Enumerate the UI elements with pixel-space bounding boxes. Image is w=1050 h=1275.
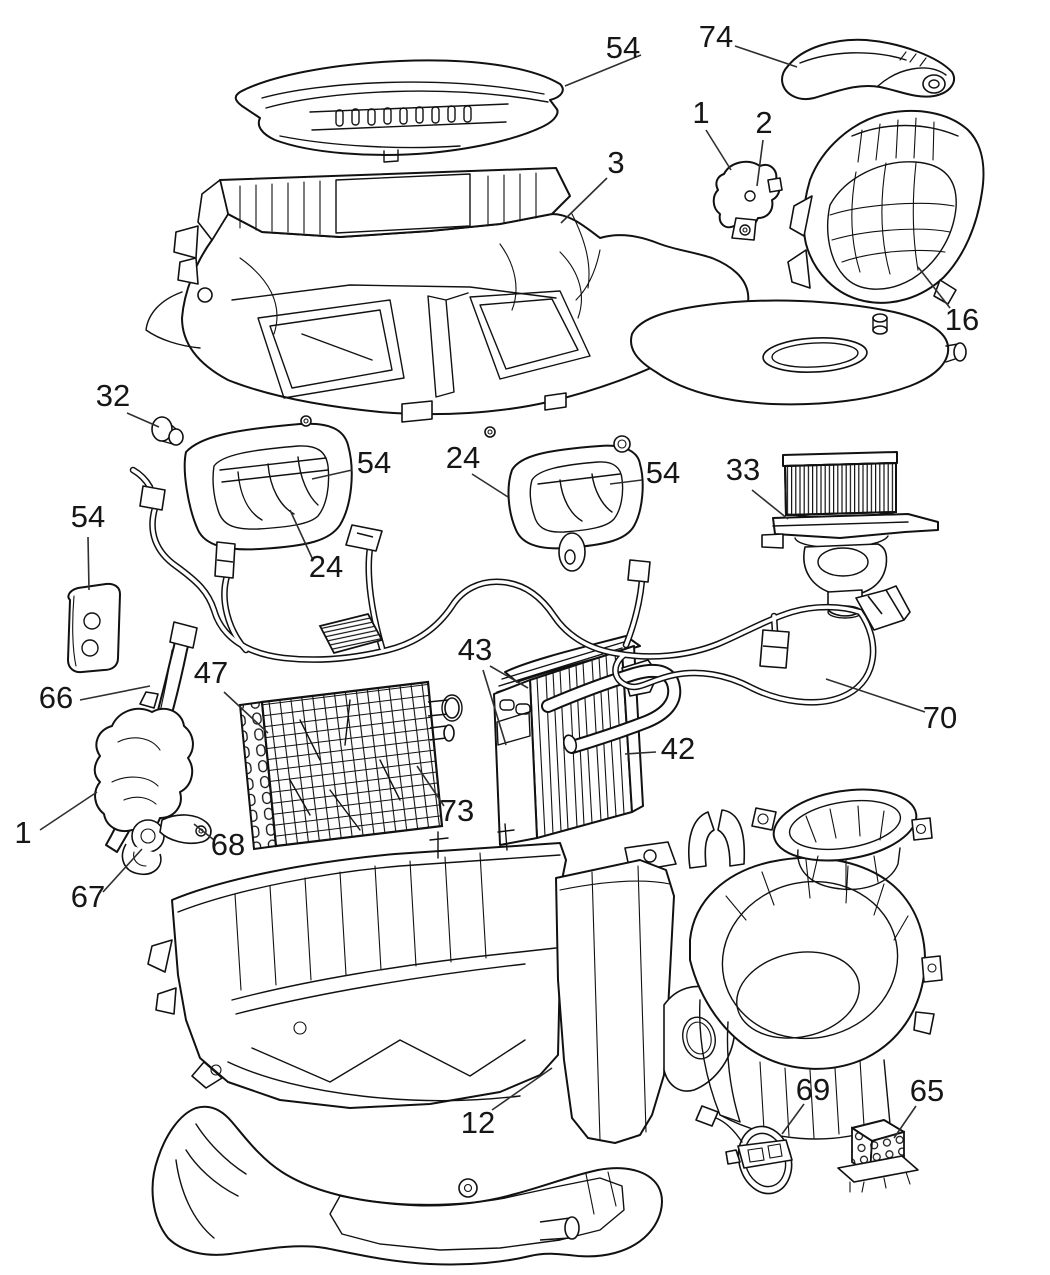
part-heater-core	[238, 680, 463, 851]
part-defroster-duct	[781, 38, 955, 100]
harness-connector	[214, 541, 236, 579]
callout-upper-housing[interactable]: 3	[607, 145, 624, 180]
callout-right-vent[interactable]: 54	[646, 455, 680, 490]
part-cover-plate	[67, 582, 121, 674]
callout-actuator-link[interactable]: 67	[71, 879, 105, 914]
callout-lower-housing[interactable]: 12	[461, 1105, 495, 1140]
callout-left-vent[interactable]: 54	[357, 445, 391, 480]
part-upper-actuator	[712, 160, 783, 241]
callout-lower-actuator[interactable]: 1	[14, 815, 31, 850]
callout-blower-resistor[interactable]: 65	[910, 1073, 944, 1108]
part-right-vent-bezel	[484, 426, 644, 572]
part-lower-housing	[147, 809, 943, 1144]
part-lower-housing-duct	[555, 859, 675, 1144]
part-evaporator	[493, 635, 682, 846]
part-right-vent-door	[559, 473, 613, 522]
callout-labels: 54 74 1 2 3 16 32 54 24 54 33 54 24 47 6…	[14, 19, 979, 1140]
part-wiring-harness	[129, 466, 911, 706]
part-actuator-clip	[767, 177, 783, 193]
harness-connector	[345, 524, 383, 552]
part-blower-motor	[761, 451, 939, 619]
leader-lines	[39, 45, 951, 1139]
callout-control-lever[interactable]: 66	[39, 680, 73, 715]
callout-evaporator-front[interactable]: 43	[458, 632, 492, 667]
part-lower-actuator	[93, 691, 212, 876]
callout-defroster-duct[interactable]: 74	[699, 19, 733, 54]
callout-actuator-clip[interactable]: 2	[755, 105, 772, 140]
callout-cover-plate[interactable]: 54	[71, 499, 105, 534]
callout-heater-core[interactable]: 73	[440, 793, 474, 828]
part-floor-duct	[151, 1105, 663, 1266]
callout-actuator-lever[interactable]: 68	[211, 827, 245, 862]
callout-evaporator[interactable]: 42	[661, 731, 695, 766]
part-temperature-sensor	[695, 1105, 793, 1195]
part-top-vent-cover	[234, 59, 564, 163]
part-air-inlet-housing	[787, 109, 985, 305]
callout-air-inlet-housing[interactable]: 16	[945, 302, 979, 337]
part-upper-housing	[145, 167, 967, 423]
harness-clip	[627, 559, 651, 583]
harness-connector	[139, 485, 166, 511]
callout-grommet[interactable]: 32	[96, 378, 130, 413]
callout-heater-core-seal[interactable]: 47	[194, 655, 228, 690]
harness-connector-striped	[318, 612, 384, 655]
callout-left-vent-door[interactable]: 24	[309, 549, 343, 584]
callout-upper-actuator[interactable]: 1	[692, 95, 709, 130]
callout-wiring-harness[interactable]: 70	[923, 700, 957, 735]
harness-connector	[759, 629, 790, 669]
callout-blower-motor[interactable]: 33	[726, 452, 760, 487]
part-actuator-link	[121, 843, 162, 876]
callout-temperature-sensor[interactable]: 69	[796, 1072, 830, 1107]
callout-top-cover[interactable]: 54	[606, 30, 640, 65]
part-blower-scroll-adapter	[751, 788, 933, 891]
harness-connector	[855, 585, 911, 631]
part-blower-resistor	[837, 1119, 919, 1193]
part-grommet-plug	[151, 416, 184, 446]
part-left-vent-bezel	[183, 415, 353, 551]
callout-right-vent-door[interactable]: 24	[446, 440, 480, 475]
part-actuator-lever	[159, 814, 212, 845]
